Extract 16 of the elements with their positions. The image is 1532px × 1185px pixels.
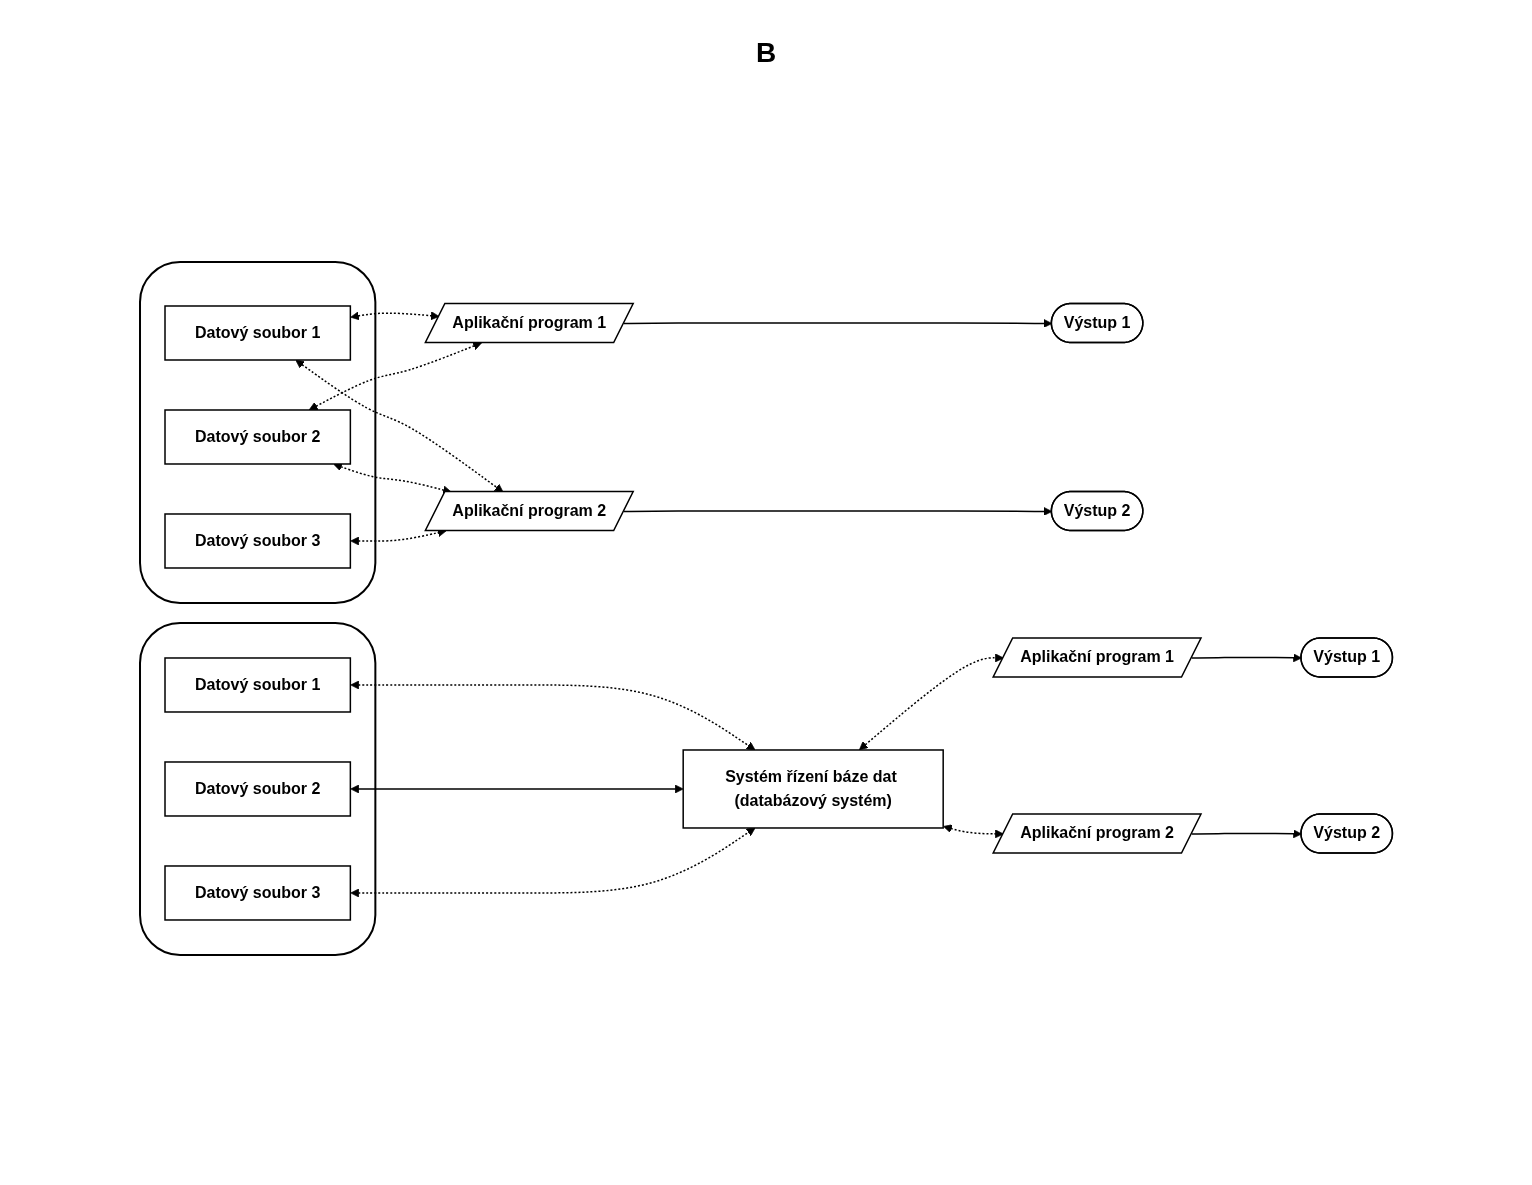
arrow	[350, 680, 756, 751]
node-box: Datový soubor 2	[164, 409, 351, 465]
node-box: Datový soubor 3	[164, 513, 351, 569]
node-box: Datový soubor 2	[164, 761, 351, 817]
cluster	[138, 261, 377, 604]
node-box: Datový soubor 3	[164, 865, 351, 921]
node-box: Datový soubor 1	[164, 657, 351, 713]
cluster	[138, 622, 377, 956]
node-box: Systém řízení báze dat (databázový systém)	[682, 749, 944, 829]
node-box: Datový soubor 1	[164, 305, 351, 361]
arrow	[858, 653, 1004, 751]
diagram-label: B	[755, 36, 777, 69]
arrow	[295, 359, 504, 493]
arrow	[942, 824, 1004, 839]
arrow	[350, 827, 756, 898]
arrow	[350, 311, 440, 321]
